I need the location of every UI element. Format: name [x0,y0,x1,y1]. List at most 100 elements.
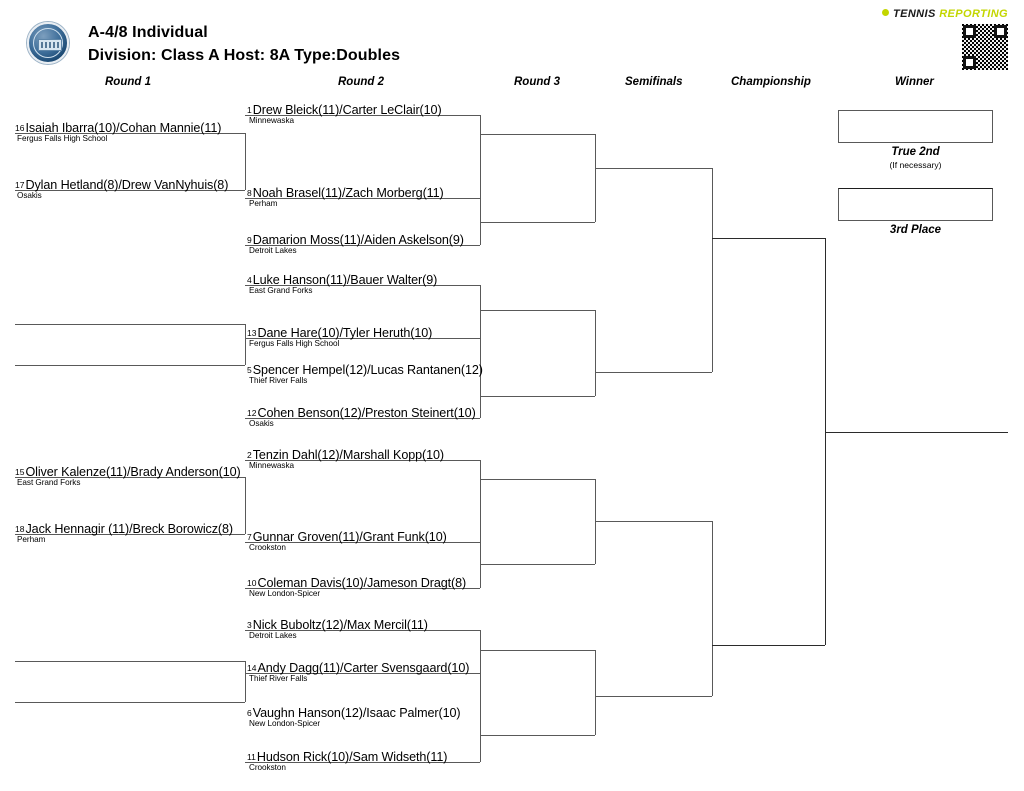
entry-seed: 15 [15,466,25,477]
bracket-connector-v [595,650,596,735]
entry-school: Thief River Falls [249,376,308,385]
round-header-5: Championship [731,76,811,88]
bracket-entry[interactable]: 1Drew Bleick(11)/Carter LeClair(10) [247,101,442,119]
mshsl-seal-logo [27,22,69,64]
entry-school: Crookston [249,543,286,552]
entry-seed: 16 [15,122,25,133]
bracket-connector-h [480,735,595,736]
entry-name: Noah Brasel(11)/Zach Morberg(11) [252,186,444,200]
bracket-entry[interactable]: 10Coleman Davis(10)/Jameson Dragt(8) [247,574,466,592]
entry-school: Fergus Falls High School [249,339,340,348]
entry-name: Tenzin Dahl(12)/Marshall Kopp(10) [252,448,445,462]
entry-school: Minnewaska [249,461,295,470]
bracket-connector-h [480,396,595,397]
entry-seed: 5 [247,364,252,375]
bracket-connector-h [245,460,480,461]
entry-name: Isaiah Ibarra(10)/Cohan Mannie(11) [25,121,222,135]
bracket-entry[interactable]: 2Tenzin Dahl(12)/Marshall Kopp(10) [247,446,444,464]
bracket-connector-v [712,168,713,372]
bracket-connector-v [480,338,481,418]
entry-seed: 3 [247,619,252,630]
bracket-connector-v [480,673,481,762]
bracket-connector-h [595,696,712,697]
bracket-entry[interactable]: 15Oliver Kalenze(11)/Brady Anderson(10) [15,463,241,481]
entry-seed: 2 [247,449,252,460]
entry-school: New London-Spicer [249,589,321,598]
bracket-connector-v [480,460,481,542]
bracket-entry[interactable]: 6Vaughn Hanson(12)/Isaac Palmer(10) [247,704,461,722]
entry-name: Spencer Hempel(12)/Lucas Rantanen(12) [252,363,483,377]
bracket-entry[interactable]: 14Andy Dagg(11)/Carter Svensgaard(10) [247,659,469,677]
entry-name: Vaughn Hanson(12)/Isaac Palmer(10) [252,706,461,720]
bracket-connector-v [480,115,481,198]
bracket-connector-v [480,630,481,673]
bracket-connector-v [595,310,596,396]
brand-logo: TENNIS REPORTING [881,8,1008,20]
entry-seed: 1 [247,104,252,115]
tennis-ball-dot-icon [881,9,889,16]
bracket-connector-h [245,338,480,339]
bracket-connector-h [15,324,245,325]
bracket-connector-h [595,168,712,169]
true-second-box[interactable] [838,110,993,143]
bracket-connector-h [245,673,480,674]
entry-school: New London-Spicer [249,719,321,728]
entry-seed: 4 [247,274,252,285]
bracket-entry[interactable]: 8Noah Brasel(11)/Zach Morberg(11) [247,184,444,202]
bracket-entry[interactable]: 5Spencer Hempel(12)/Lucas Rantanen(12) [247,361,483,379]
bracket-connector-h [712,645,825,646]
bracket-connector-h [595,521,712,522]
entry-seed: 11 [247,751,256,762]
bracket-connector-v [245,477,246,534]
bracket-connector-h [480,479,595,480]
bracket-connector-h [480,564,595,565]
bracket-entry[interactable]: 18Jack Hennagir (11)/Breck Borowicz(8) [15,520,233,538]
bracket-entry[interactable]: 17Dylan Hetland(8)/Drew VanNyhuis(8) [15,176,228,194]
entry-name: Cohen Benson(12)/Preston Steinert(10) [257,406,476,420]
bracket-entry[interactable]: 7Gunnar Groven(11)/Grant Funk(10) [247,528,447,546]
entry-seed: 12 [247,407,257,418]
bracket-connector-h [480,222,595,223]
bracket-connector-h [15,190,245,191]
entry-seed: 9 [247,234,252,245]
entry-school: East Grand Forks [17,478,81,487]
bracket-connector-h [480,650,595,651]
entry-school: Perham [17,535,46,544]
entry-school: Fergus Falls High School [17,134,108,143]
bracket-connector-h [15,365,245,366]
true-second-note: (If necessary) [889,160,942,170]
bracket-connector-h [245,115,480,116]
bracket-connector-h [480,134,595,135]
bracket-connector-v [595,134,596,222]
entry-seed: 18 [15,523,25,534]
qr-code-icon[interactable] [962,24,1008,70]
entry-name: Damarion Moss(11)/Aiden Askelson(9) [252,233,464,247]
bracket-entry[interactable]: 12Cohen Benson(12)/Preston Steinert(10) [247,404,476,422]
entry-name: Coleman Davis(10)/Jameson Dragt(8) [257,576,467,590]
bracket-entry[interactable]: 11Hudson Rick(10)/Sam Widseth(11) [247,748,447,766]
entry-name: Dylan Hetland(8)/Drew VanNyhuis(8) [25,178,229,192]
entry-school: Crookston [249,763,286,772]
bracket-connector-h [15,661,245,662]
bracket-connector-h [595,372,712,373]
bracket-entry[interactable]: 13Dane Hare(10)/Tyler Heruth(10) [247,324,432,342]
third-place-box[interactable] [838,188,993,221]
entry-school: Detroit Lakes [249,631,297,640]
bracket-entry[interactable]: 9Damarion Moss(11)/Aiden Askelson(9) [247,231,464,249]
bracket-entry[interactable]: 16Isaiah Ibarra(10)/Cohan Mannie(11) [15,119,221,137]
entry-school: Minnewaska [249,116,295,125]
bracket-connector-v [480,198,481,245]
bracket-connector-h [245,245,480,246]
round-header-2: Round 2 [338,76,384,88]
bracket-connector-h [15,477,245,478]
bracket-connector-h [15,702,245,703]
entry-seed: 13 [247,327,257,338]
entry-seed: 6 [247,707,252,718]
bracket-entry[interactable]: 4Luke Hanson(11)/Bauer Walter(9) [247,271,437,289]
bracket-connector-v [245,324,246,365]
bracket-connector-h [15,534,245,535]
entry-name: Nick Buboltz(12)/Max Mercil(11) [252,618,428,632]
bracket-connector-h [245,198,480,199]
round-header-6: Winner [895,76,934,88]
bracket-entry[interactable]: 3Nick Buboltz(12)/Max Mercil(11) [247,616,428,634]
